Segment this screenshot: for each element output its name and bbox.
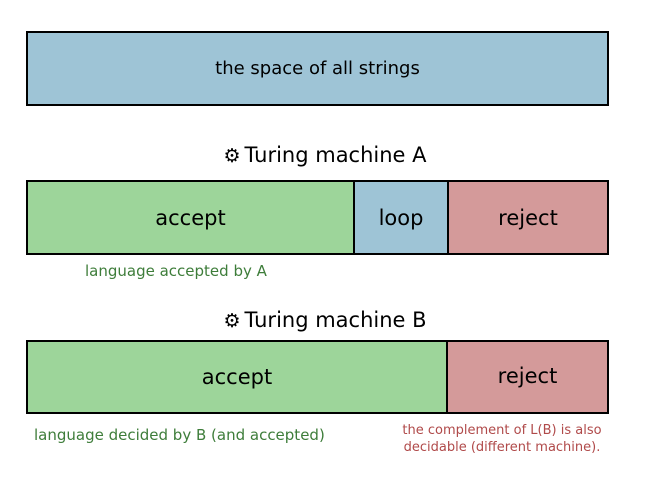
machine-a-reject-region: reject (449, 182, 607, 253)
complement-note: the complement of L(B) is also decidable… (388, 422, 616, 456)
complement-note-line1: the complement of L(B) is also (402, 423, 602, 438)
machine-a-title-text: Turing machine A (244, 143, 427, 167)
machine-b-reject-region: reject (448, 342, 607, 412)
all-strings-label: the space of all strings (215, 58, 420, 79)
machine-b-accept-region: accept (28, 342, 448, 412)
complement-note-line2: decidable (different machine). (403, 440, 601, 455)
gear-icon: ⚙ (223, 310, 241, 332)
machine-a-caption: language accepted by A (85, 262, 267, 280)
machine-a-loop-label: loop (378, 205, 424, 230)
machine-a-accept-region: accept (28, 182, 355, 253)
all-strings-bar: the space of all strings (26, 31, 609, 106)
gear-icon: ⚙ (223, 145, 241, 167)
machine-b-accept-label: accept (201, 365, 273, 389)
machine-a-title: ⚙Turing machine A (0, 143, 650, 168)
machine-a-bar: accept loop reject (26, 180, 609, 255)
machine-a-reject-label: reject (498, 205, 558, 230)
machine-b-caption: language decided by B (and accepted) (34, 426, 325, 444)
machine-b-bar: accept reject (26, 340, 609, 414)
machine-b-title-text: Turing machine B (244, 308, 427, 332)
machine-a-loop-region: loop (355, 182, 449, 253)
machine-a-accept-label: accept (155, 205, 226, 230)
machine-b-title: ⚙Turing machine B (0, 308, 650, 333)
machine-b-reject-label: reject (497, 364, 558, 388)
